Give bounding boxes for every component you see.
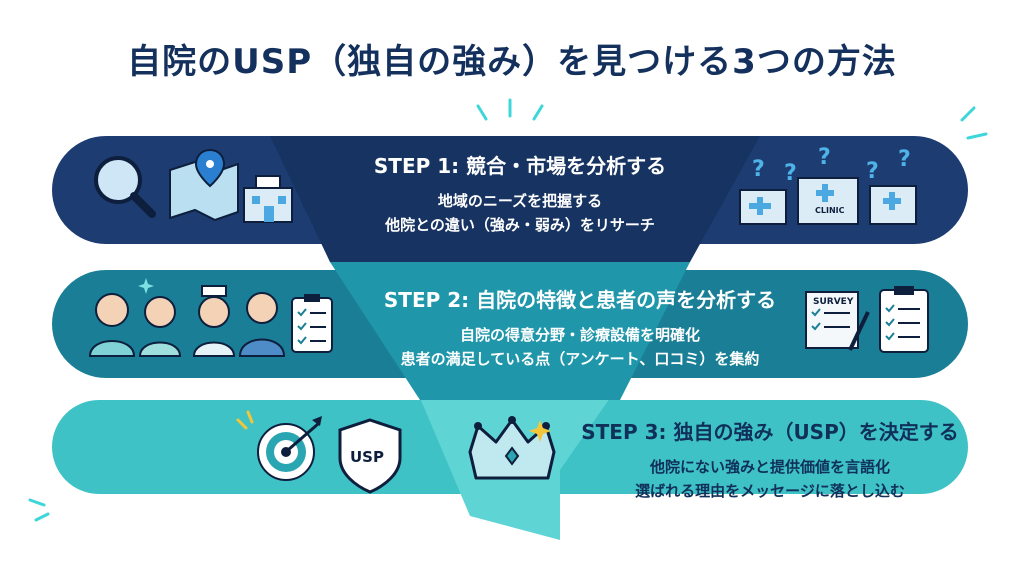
step2-title: STEP 2: 自院の特徴と患者の声を分析する [383,288,777,312]
magnifier-icon [94,156,156,218]
sparkle-lines-left-bottom [28,498,50,522]
step3-text: STEP 3: 独自の強み（USP）を決定する 他院にない強みと提供価値を言語化… [575,416,965,503]
step2-line-1: 自院の得意分野・診療設備を明確化 [459,326,700,344]
question-marks-icon: ? ? ? ? ? [752,145,911,186]
clinic-buildings-icon [739,177,917,225]
checklist-icon [291,294,333,353]
dental-clinic-icon [243,175,293,223]
sparkle-lines-right [960,106,988,140]
svg-text:?: ? [866,159,879,184]
step2-line-2: 患者の満足している点（アンケート、口コミ）を集約 [400,350,760,368]
target-sparkle [236,410,254,430]
step1-funnel [270,136,760,262]
step1-line-1: 地域のニーズを把握する [437,192,603,210]
survey-icon [805,291,870,351]
clipboard-icon [879,286,929,353]
page-title: 自院のUSP（独自の強み）を見つける3つの方法 [127,42,897,82]
crown-sparkle-icon [529,420,551,442]
svg-text:?: ? [898,147,911,172]
svg-text:?: ? [818,145,831,170]
svg-text:?: ? [784,161,797,186]
sparkle-icon-step2 [138,278,154,294]
usp-label: USP [350,448,384,466]
step3-title: STEP 3: 独自の強み（USP）を決定する [581,420,959,444]
step3-line-2: 選ばれる理由をメッセージに落とし込む [635,482,905,500]
map-pin-icon [169,148,239,222]
patients-staff-icon [88,285,286,357]
step1-line-2: 他院との違い（強み・弱み）をリサーチ [385,216,655,234]
step2-funnel [330,262,690,400]
sparkle-lines-top [476,98,544,121]
step1-title: STEP 1: 競合・市場を分析する [373,154,667,178]
step1-text: STEP 1: 競合・市場を分析する 地域のニーズを把握する 他院との違い（強み… [310,150,730,237]
step2-text: STEP 2: 自院の特徴と患者の声を分析する 自院の得意分野・診療設備を明確化… [360,284,800,371]
svg-text:?: ? [752,157,765,182]
usp-shield-icon [338,418,402,494]
survey-label: SURVEY [813,297,854,307]
clinic-label: CLINIC [815,206,845,215]
step3-line-1: 他院にない強みと提供価値を言語化 [649,458,890,476]
target-icon [257,416,322,481]
